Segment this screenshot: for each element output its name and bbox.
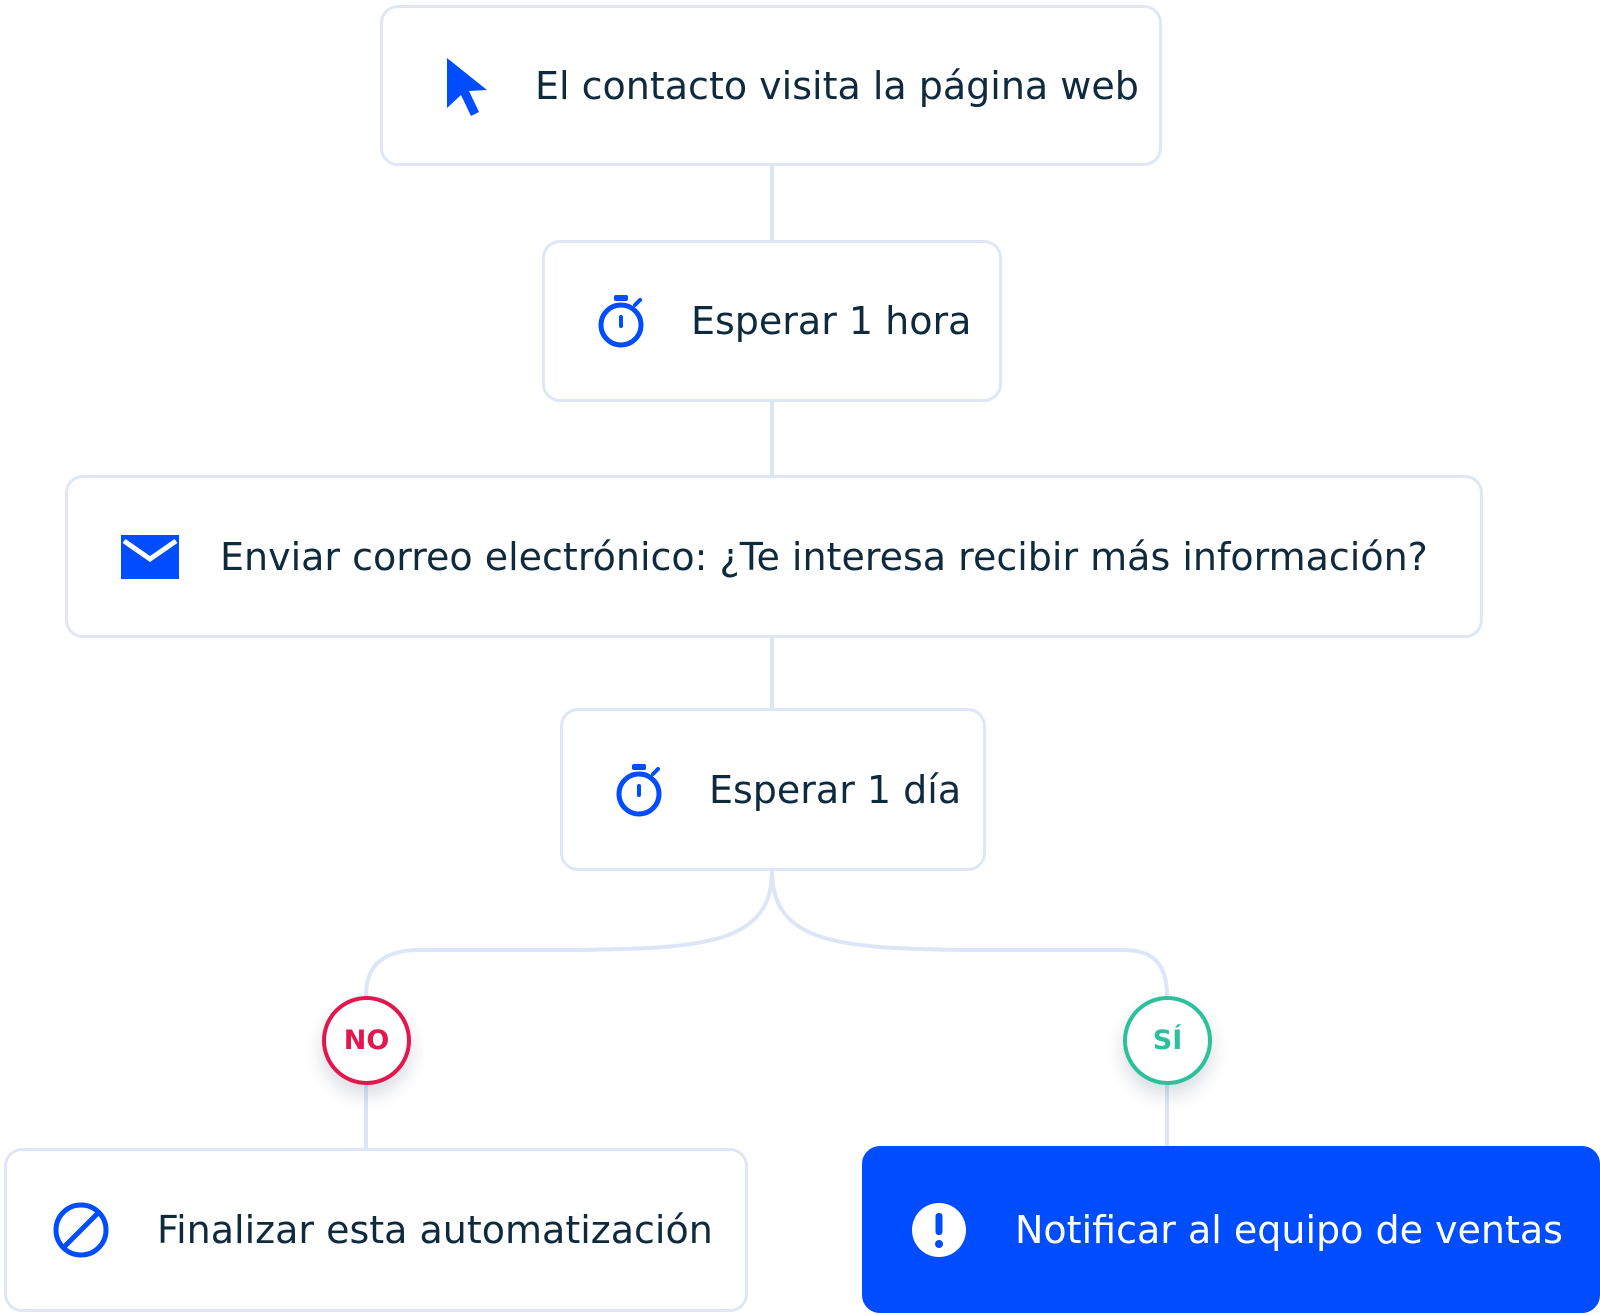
- prohibited-icon: [51, 1201, 111, 1259]
- branch-yes-badge: SÍ: [1123, 996, 1212, 1085]
- wait-one-hour-node[interactable]: Esperar 1 hora: [542, 240, 1002, 402]
- notify-sales-team-node[interactable]: Notificar al equipo de ventas: [862, 1146, 1600, 1313]
- branch-no-label: NO: [343, 1025, 390, 1056]
- node-label: El contacto visita la página web: [535, 63, 1139, 108]
- send-email-node[interactable]: Enviar correo electrónico: ¿Te interesa …: [65, 475, 1483, 638]
- connector-branch-no: [364, 869, 774, 998]
- stopwatch-icon: [613, 762, 665, 818]
- stopwatch-icon: [595, 293, 647, 349]
- trigger-visit-page-node[interactable]: El contacto visita la página web: [380, 5, 1162, 166]
- branch-no-badge: NO: [322, 996, 411, 1085]
- branch-yes-label: SÍ: [1152, 1025, 1183, 1056]
- wait-one-day-node[interactable]: Esperar 1 día: [560, 708, 986, 871]
- node-label: Finalizar esta automatización: [157, 1208, 713, 1252]
- node-label: Esperar 1 día: [709, 767, 962, 812]
- connector-branch-yes: [770, 869, 1169, 998]
- cursor-icon: [439, 56, 495, 116]
- node-label: Esperar 1 hora: [691, 299, 972, 343]
- node-label: Notificar al equipo de ventas: [1015, 1207, 1563, 1252]
- envelope-icon: [120, 534, 180, 579]
- exclamation-icon: [909, 1201, 969, 1259]
- end-automation-node[interactable]: Finalizar esta automatización: [4, 1148, 748, 1312]
- node-label: Enviar correo electrónico: ¿Te interesa …: [220, 534, 1428, 579]
